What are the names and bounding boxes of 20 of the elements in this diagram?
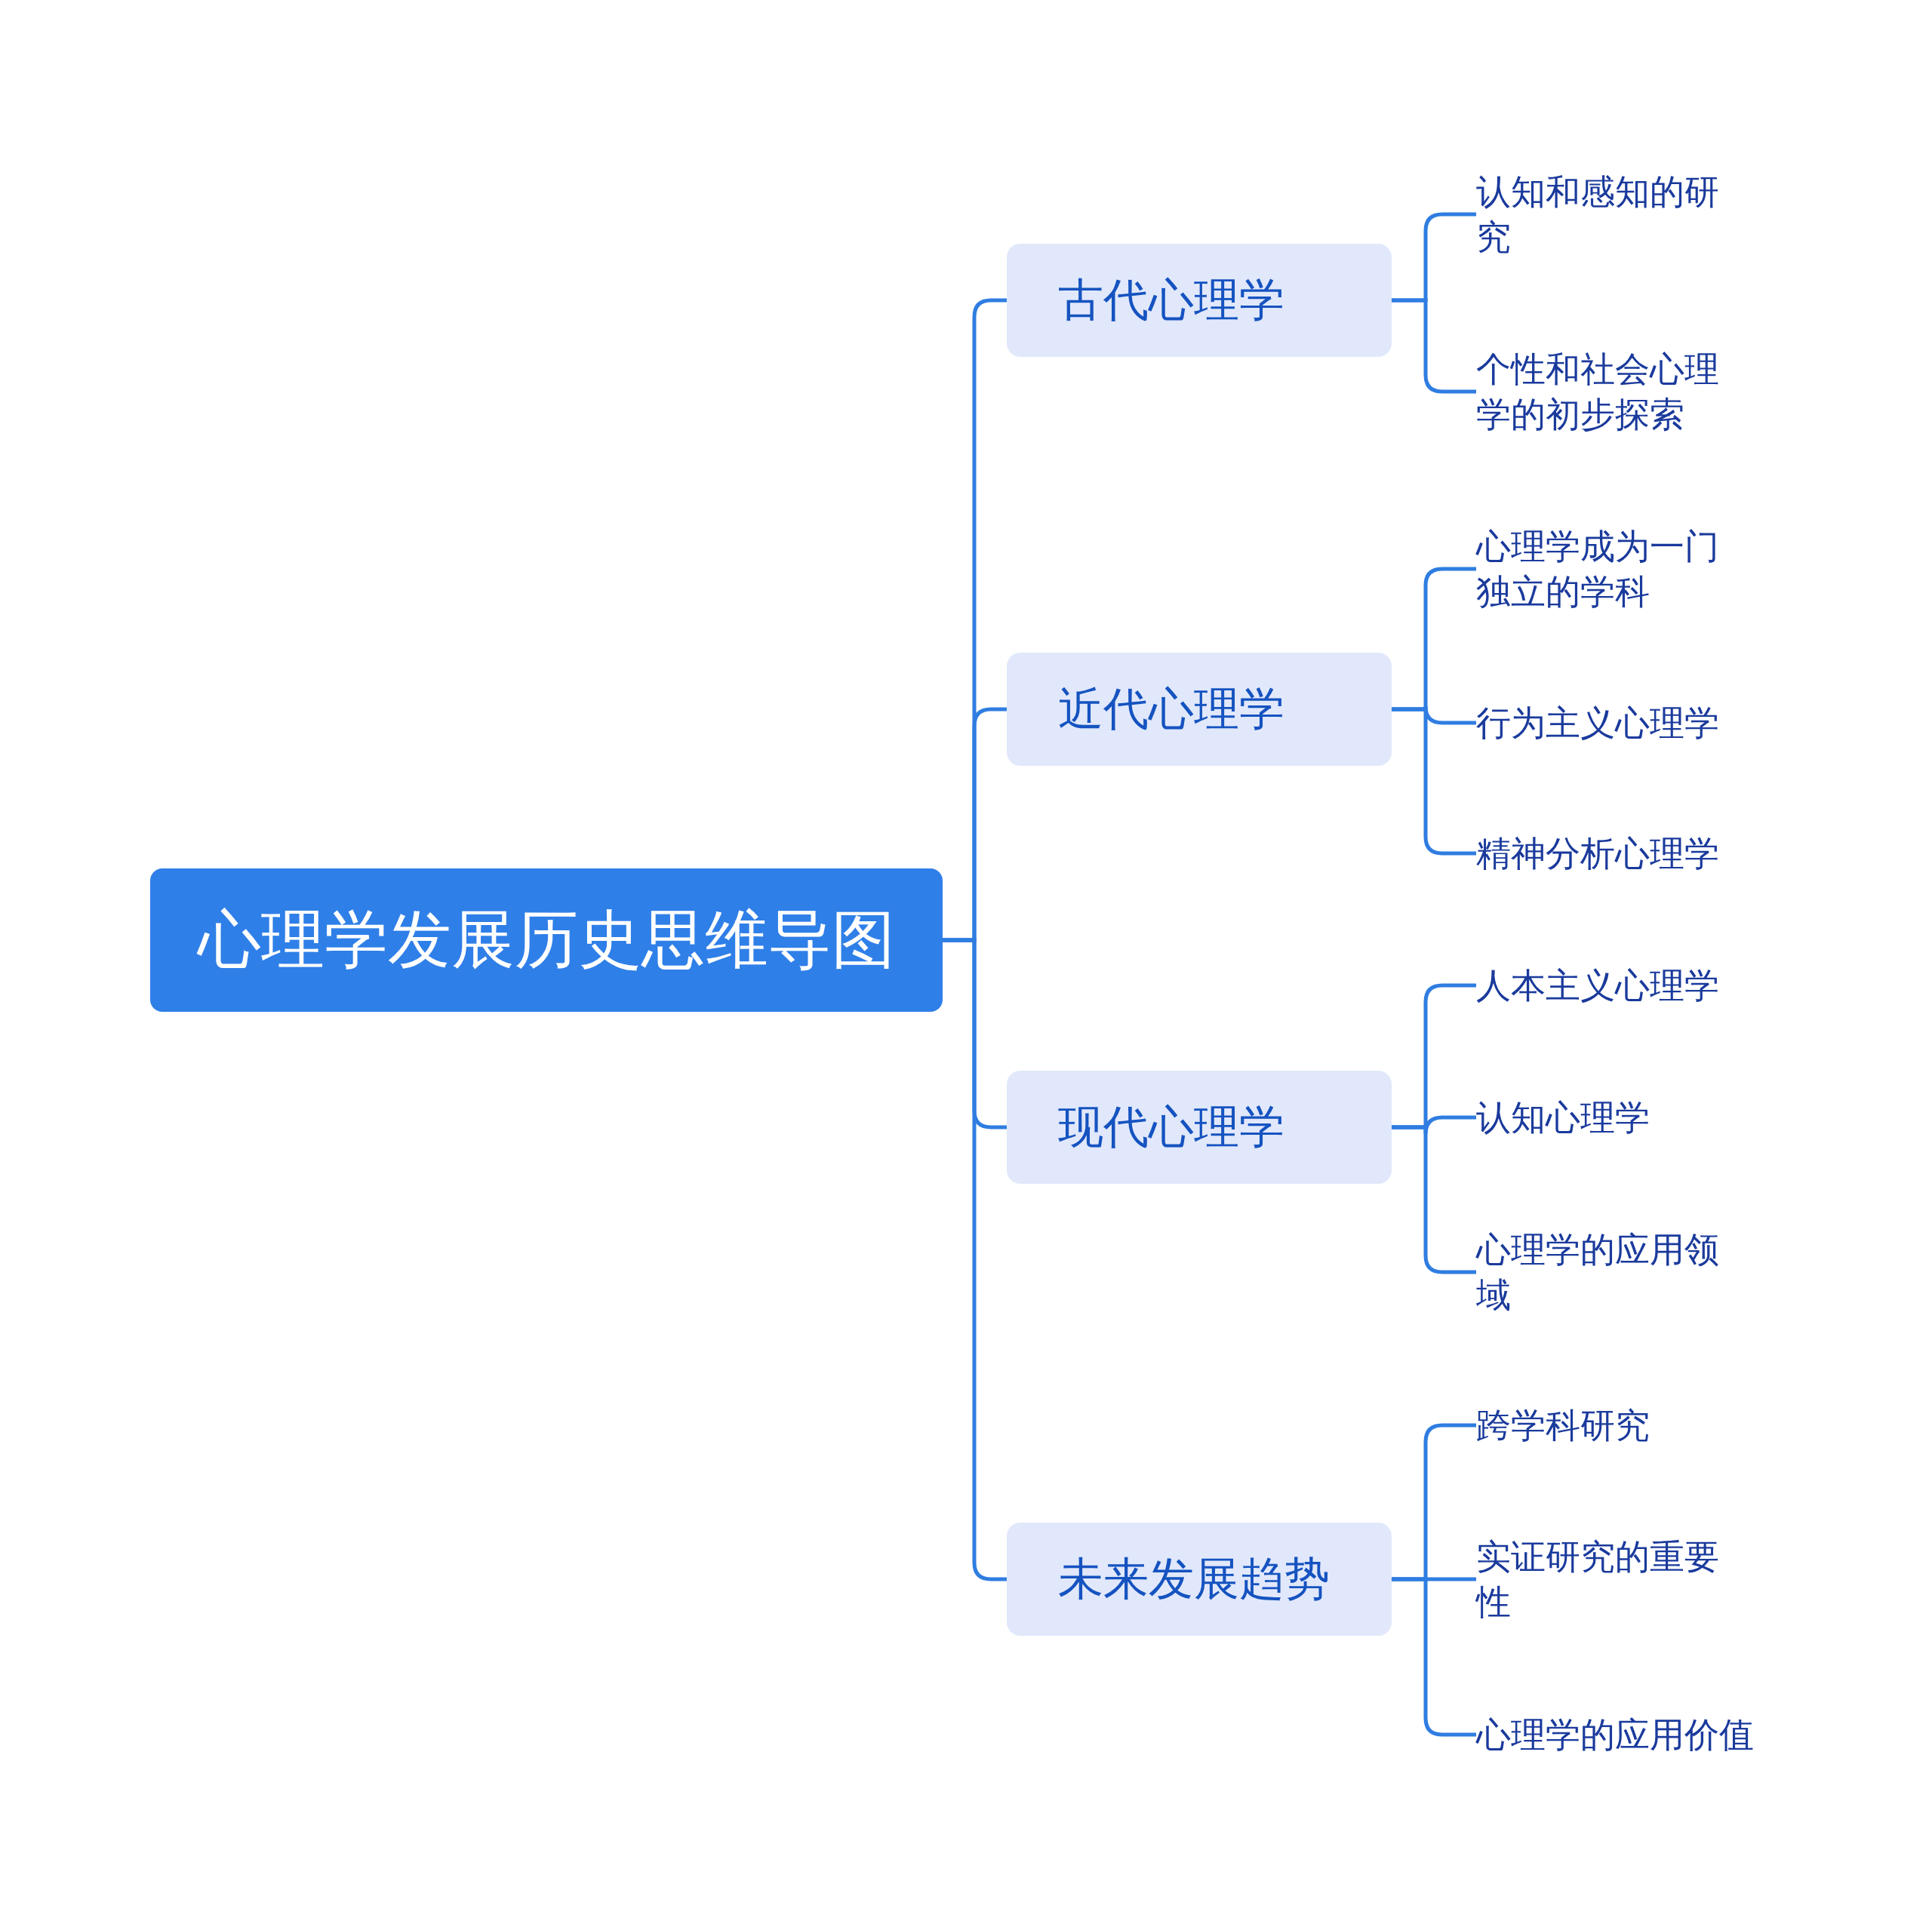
subtopic-text: 认知和感知的研究 [1476,165,1733,263]
subtopic-text: 精神分析心理学 [1476,827,1733,880]
topic-box: 现代心理学 [1007,1071,1392,1184]
topic-box: 古代心理学 [1007,244,1392,357]
subtopic-text: 实证研究的重要性 [1476,1530,1733,1628]
topic-box: 未来发展趋势 [1007,1523,1392,1636]
connector-line [1392,1125,1476,1274]
subtopic-text: 跨学科研究 [1476,1399,1733,1452]
subtopic-text: 心理学的应用价值 [1476,1708,1778,1761]
root-topic-box: 心理学发展历史思维导图 [150,868,943,1012]
subtopic-text: 个性和社会心理学的初步探索 [1476,343,1733,441]
subtopic-text: 认知心理学 [1476,1091,1733,1144]
connector-line [1392,1577,1476,1737]
subtopic-text: 心理学的应用领域 [1476,1223,1733,1321]
connector-line [1392,298,1476,394]
connector-line [1392,707,1476,856]
subtopic-text: 心理学成为一门独立的学科 [1476,520,1733,618]
subtopic-text: 人本主义心理学 [1476,959,1733,1012]
subtopic-text: 行为主义心理学 [1476,696,1733,749]
topic-box: 近代心理学 [1007,653,1392,766]
